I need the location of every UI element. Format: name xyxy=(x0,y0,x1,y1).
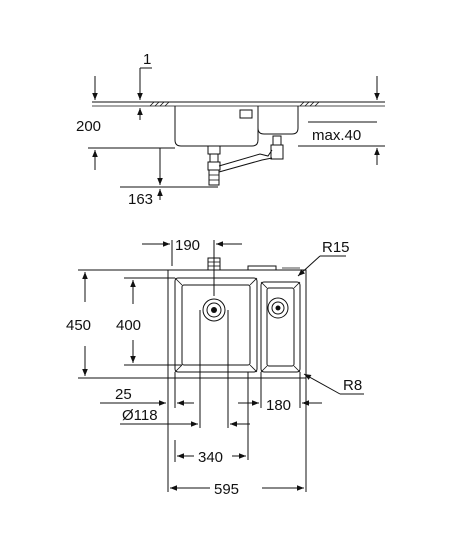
dim-bowl-depth-label: 400 xyxy=(116,317,141,334)
dim-corner-radius-inner-label: R8 xyxy=(343,377,362,394)
dim-main-bowl-width-label: 340 xyxy=(198,449,223,466)
dim-thickness-label: 1 xyxy=(143,51,151,68)
small-bowl-profile xyxy=(257,106,299,135)
top-view: 190 R15 450 400 25 Ø118 xyxy=(66,237,364,498)
dim-height-label: 200 xyxy=(76,118,101,135)
small-bowl-inner xyxy=(266,287,295,367)
main-bowl-profile xyxy=(174,106,259,147)
dim-outlet-height-label: 163 xyxy=(128,191,153,208)
countertop-hatch-right xyxy=(299,101,320,107)
drain-trap xyxy=(207,135,284,186)
outer-outline xyxy=(167,269,307,379)
side-view: 1 200 163 max.40 xyxy=(76,51,385,208)
dim-small-bowl-width-label: 180 xyxy=(266,397,291,414)
dim-overflow-label: max.40 xyxy=(312,127,361,144)
main-bowl-inner xyxy=(181,284,251,366)
dim-margin-label: 25 xyxy=(115,386,132,403)
small-drain-icon xyxy=(267,297,289,319)
countertop-hatch-left xyxy=(149,101,170,107)
dim-drain-diameter-label: Ø118 xyxy=(122,407,158,424)
dim-total-depth-label: 450 xyxy=(66,317,91,334)
main-bowl-outer xyxy=(174,277,258,373)
main-drain-icon xyxy=(202,298,226,322)
small-bowl-outer xyxy=(260,281,301,373)
dim-total-width-label: 595 xyxy=(214,481,239,498)
dim-corner-radius-outer-label: R15 xyxy=(322,239,350,256)
dim-offset-label: 190 xyxy=(175,237,200,254)
overflow-tab xyxy=(239,109,253,119)
overflow-fitting xyxy=(207,257,300,271)
